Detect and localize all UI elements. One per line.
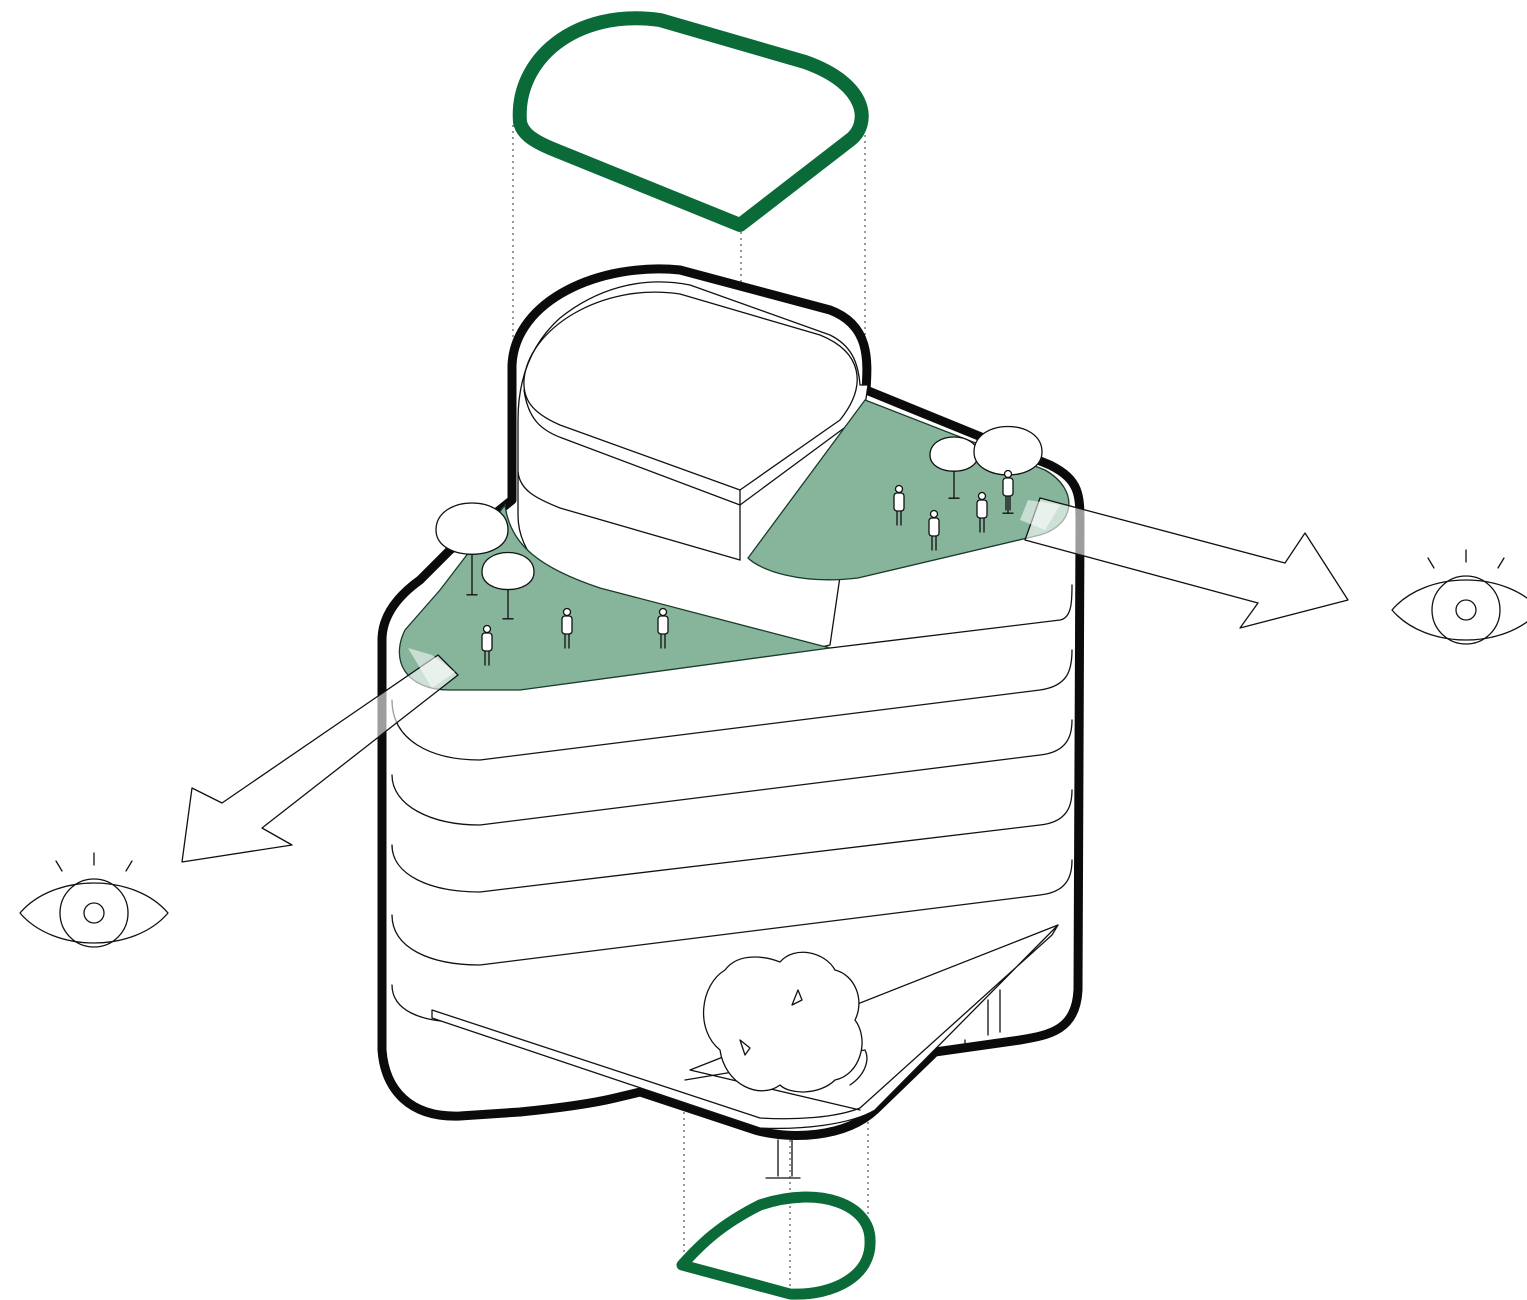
eye-icon bbox=[20, 853, 168, 947]
lower-floorplate-outline bbox=[682, 1197, 870, 1294]
tree-icon bbox=[704, 952, 862, 1092]
upper-floorplate-outline bbox=[520, 18, 862, 225]
eye-icon bbox=[1392, 550, 1527, 644]
